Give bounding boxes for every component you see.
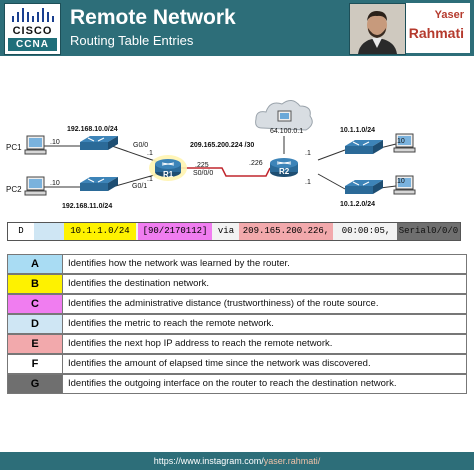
logo-text: CISCO — [12, 25, 53, 37]
cisco-bars-icon — [12, 8, 54, 22]
page-title: Remote Network — [70, 6, 236, 29]
r2-wan-host-label: .226 — [249, 160, 263, 167]
r1-g01-label: G0/1 — [132, 183, 148, 190]
r2-lan4-host-label: .1 — [305, 179, 311, 186]
wan-network-label: 209.165.200.224 /30 — [190, 142, 255, 149]
legend-row: D Identifies the metric to reach the rem… — [7, 314, 467, 334]
r1-g01-host-label: .1 — [147, 176, 153, 183]
pc3-icon — [393, 133, 416, 153]
route-age: 00:00:05, — [341, 226, 391, 236]
legend-description: Identifies the destination network. — [68, 278, 210, 289]
legend-key: A — [8, 255, 63, 273]
page-subtitle: Routing Table Entries — [70, 33, 194, 48]
lan2-label: 192.168.11.0/24 — [62, 203, 113, 210]
legend-description: Identifies the outgoing interface on the… — [68, 378, 397, 389]
router-r2-label: R2 — [279, 167, 290, 176]
route-via: via — [217, 226, 235, 236]
r1-wan-host-label: .225 — [195, 162, 209, 169]
cisco-logo: CISCO CCNA — [4, 3, 61, 55]
serial-wan-link — [180, 167, 271, 177]
legend-key: B — [8, 275, 63, 293]
switch2-icon — [80, 177, 118, 191]
switch3-icon — [345, 140, 383, 154]
legend-row: E Identifies the next hop IP address to … — [7, 334, 467, 354]
author-photo — [349, 3, 406, 55]
header-bar: CISCO CCNA Remote Network Routing Table … — [0, 0, 474, 56]
legend-description: Identifies the metric to reach the remot… — [68, 318, 274, 329]
lan3-label: 10.1.1.0/24 — [340, 127, 376, 134]
legend-row: C Identifies the administrative distance… — [7, 294, 467, 314]
route-ad-metric: [90/2170112] — [138, 223, 212, 240]
router-r2-icon — [270, 158, 298, 177]
legend-row: F Identifies the amount of elapsed time … — [7, 354, 467, 374]
pc1-host-label: .10 — [50, 139, 60, 146]
r2-lan3-host-label: .1 — [305, 150, 311, 157]
legend-key: D — [8, 315, 63, 333]
pc1-label: PC1 — [6, 143, 22, 152]
legend-description: Identifies the next hop IP address to re… — [68, 338, 333, 349]
r2-lan3-link — [317, 149, 346, 161]
route-network: 10.1.1.0/24 — [64, 223, 136, 240]
footer-url-prefix[interactable]: https://www.instagram.com/ — [153, 456, 264, 466]
router-r1-label: R1 — [163, 170, 174, 179]
author-first-name: Yaser — [434, 9, 464, 21]
pc4-icon — [393, 175, 416, 195]
pc4-host-label: .10 — [395, 178, 405, 185]
legend-row: A Identifies how the network was learned… — [7, 254, 467, 274]
pc3-host-label: .10 — [395, 138, 405, 145]
r1-serial-label: S0/0/0 — [193, 170, 214, 177]
legend-key: G — [8, 375, 63, 393]
route-next-hop: 209.165.200.226, — [239, 223, 333, 240]
router-r1-icon — [149, 155, 187, 181]
r1-g00-host-label: .1 — [147, 150, 153, 157]
legend-key: E — [8, 335, 63, 353]
legend-description: Identifies the administrative distance (… — [68, 298, 379, 309]
legend-row: G Identifies the outgoing interface on t… — [7, 374, 467, 394]
pc2-icon — [24, 176, 47, 196]
footer-bar: https://www.instagram.com/yaser.rahmati/ — [0, 452, 474, 470]
route-spacer — [34, 223, 64, 240]
route-interface: Serial0/0/0 — [397, 223, 460, 240]
ccna-badge: CCNA — [8, 38, 57, 51]
legend-key: C — [8, 295, 63, 313]
network-topology-diagram — [24, 100, 416, 196]
legend-row: B Identifies the destination network. — [7, 274, 467, 294]
person-portrait-icon — [350, 4, 405, 54]
r1-g00-link — [111, 145, 159, 163]
legend-key: F — [8, 355, 63, 373]
r2-lan4-link — [317, 173, 346, 190]
route-code: D — [8, 223, 34, 240]
author-last-name: Rahmati — [408, 25, 464, 41]
server-icon — [277, 110, 292, 122]
lan4-label: 10.1.2.0/24 — [340, 201, 376, 208]
cloud-network-label: 64.100.0.1 — [270, 128, 304, 135]
pc1-icon — [24, 135, 47, 155]
legend-description: Identifies the amount of elapsed time si… — [68, 358, 371, 369]
pc2-host-label: .10 — [50, 180, 60, 187]
legend-description: Identifies how the network was learned b… — [68, 258, 290, 269]
switch4-icon — [345, 180, 383, 194]
r1-g01-link — [111, 173, 159, 188]
lan1-label: 192.168.10.0/24 — [67, 126, 118, 133]
r1-g00-label: G0/0 — [133, 142, 149, 149]
author-name-box: Yaser Rahmati — [406, 3, 470, 53]
switch1-icon — [80, 136, 118, 150]
routing-table-entry: D 10.1.1.0/24 [90/2170112] via 209.165.2… — [7, 222, 461, 241]
pc2-label: PC2 — [6, 185, 22, 194]
footer-url-handle[interactable]: yaser.rahmati/ — [263, 456, 321, 466]
